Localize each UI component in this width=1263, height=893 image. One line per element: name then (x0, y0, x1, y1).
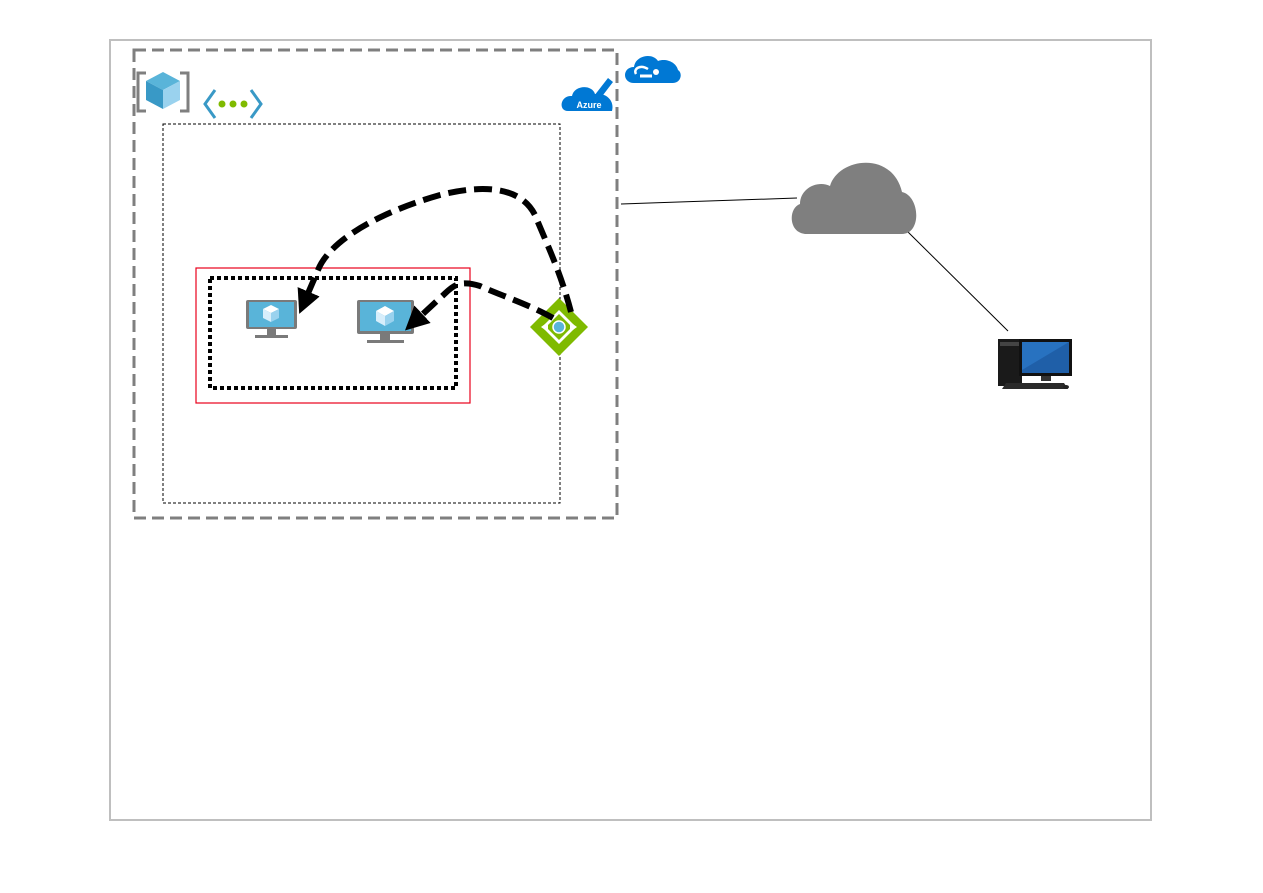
desktop-computer-icon (998, 339, 1072, 389)
traffic-arrow-to-right-vm (404, 280, 555, 331)
connector-rg-to-internet (620, 197, 798, 205)
virtual-machine-icon-left (246, 300, 297, 338)
internet-cloud-icon (791, 162, 917, 234)
resource-group-boundary (132, 48, 619, 520)
virtual-machine-icon-right (357, 300, 414, 343)
resource-group-icon (136, 71, 190, 113)
virtual-network-icon (203, 89, 263, 119)
availability-set-boundary (208, 276, 458, 390)
azure-icon: Azure (561, 78, 613, 111)
traffic-arrow-to-left-vm (297, 186, 574, 314)
subnet-boundary (195, 267, 471, 404)
load-balancer-icon (530, 298, 588, 356)
connector-internet-to-client (907, 231, 1009, 332)
cloud-service-icon (625, 56, 681, 83)
azure-badge-text: Azure (576, 100, 601, 110)
diagram-frame (109, 39, 1152, 821)
